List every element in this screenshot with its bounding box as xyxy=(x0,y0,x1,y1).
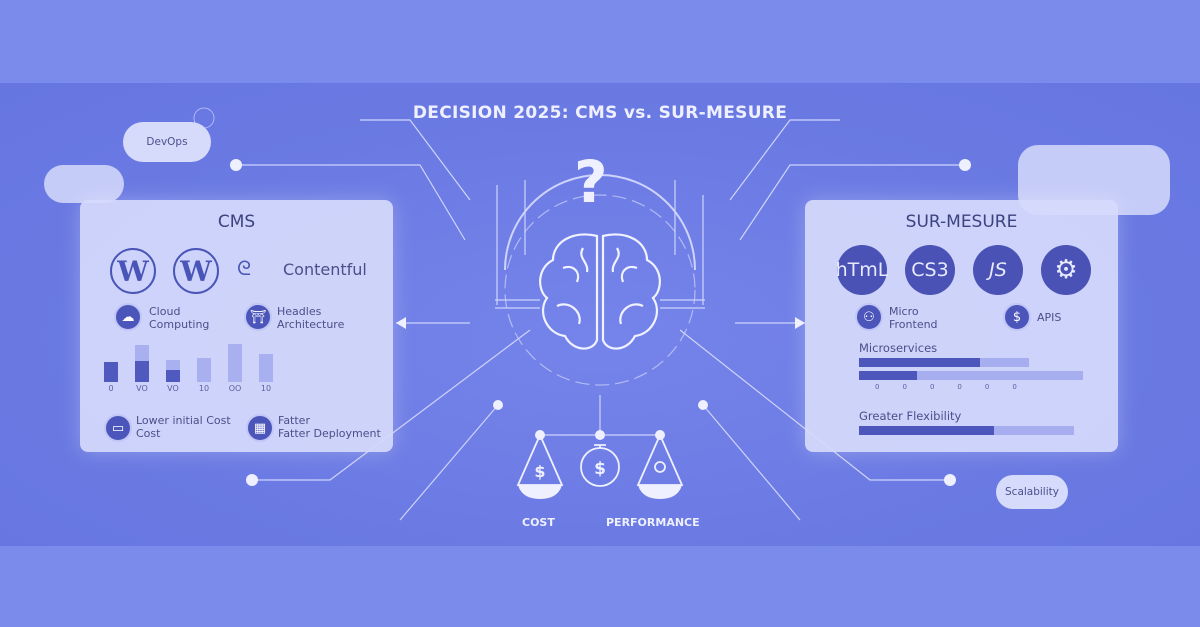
tick-label: 0 xyxy=(1012,383,1017,391)
chart-bar xyxy=(197,358,211,382)
page-title: DECISION 2025: CMS vs. SUR-MESURE xyxy=(412,103,788,123)
cms-heading: CMS xyxy=(217,212,256,232)
tick-label: 0 xyxy=(957,383,962,391)
js-icon: JS xyxy=(973,245,1023,295)
architecture-icon: ⛩ xyxy=(244,303,272,331)
html-icon: hTmL xyxy=(836,245,888,295)
custom-heading: SUR-MESURE xyxy=(905,212,1018,232)
microservices-bar-1 xyxy=(859,358,1029,367)
gears-icon: ⚙ xyxy=(1041,245,1091,295)
wordpress-icon: W xyxy=(110,248,156,294)
microservices-bar-2 xyxy=(859,371,1083,380)
flexibility-label: Greater Flexibility xyxy=(859,409,962,423)
cost-icon: ▭ xyxy=(104,414,132,442)
question-mark-icon: ? xyxy=(574,148,608,216)
dollar-icon: $ xyxy=(534,462,545,481)
contentful-label: Contentful xyxy=(283,260,367,279)
performance-label: PERFORMANCE xyxy=(606,516,700,529)
chart-bar-fill xyxy=(104,362,118,382)
tick-label: 0 xyxy=(929,383,935,391)
cost-label: COST xyxy=(522,516,555,529)
cms-bar-chart xyxy=(104,330,304,382)
balance-scale-icon: $ $ xyxy=(516,435,684,499)
tick-label: 0 xyxy=(875,383,880,391)
cms-chart-labels: 0 VO VO 10 OO 10 xyxy=(104,384,304,396)
cloud-decoration xyxy=(44,165,124,203)
dollar-icon: $ xyxy=(594,459,606,479)
chart-bar xyxy=(228,344,242,382)
cloud-label: Scalability xyxy=(1005,486,1059,498)
chart-bar-fill xyxy=(166,370,180,382)
wordpress-icon: W xyxy=(173,248,219,294)
cloud-scalability: Scalability xyxy=(996,475,1068,509)
api-icon: $ xyxy=(1003,303,1031,331)
chart-tick-label: 10 xyxy=(260,384,272,393)
microfrontend-icon: ⚇ xyxy=(855,303,883,331)
chart-tick-label: 10 xyxy=(198,384,210,393)
feature-apis: APIS xyxy=(1037,311,1062,324)
brain-icon xyxy=(539,233,661,350)
tick-label: 0 xyxy=(902,383,907,391)
chart-tick-label: VO xyxy=(167,384,179,393)
cloud-devops: DevOps xyxy=(123,122,211,162)
contentful-logo-icon: ᘓ xyxy=(237,256,252,280)
chart-tick-label: VO xyxy=(136,384,148,393)
deployment-icon: ▦ xyxy=(246,414,274,442)
chart-bar xyxy=(259,354,273,382)
microservices-ticks: 0 0 0 0 0 0 xyxy=(875,383,1075,391)
cloud-label: DevOps xyxy=(146,136,188,148)
tick-label: 0 xyxy=(984,383,990,391)
flexibility-bar xyxy=(859,426,1074,435)
cloud-icon: ☁ xyxy=(114,303,142,331)
chart-bar-fill xyxy=(135,361,149,382)
microservices-label: Microservices xyxy=(859,341,938,355)
chart-tick-label: OO xyxy=(228,384,242,393)
css-icon: CS3 xyxy=(905,245,955,295)
chart-tick-label: 0 xyxy=(108,384,114,393)
